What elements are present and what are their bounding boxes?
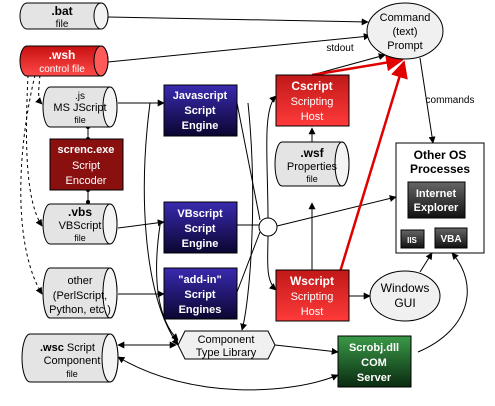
wsc-ext: .wsc xyxy=(40,342,64,354)
iis-box[interactable]: IIS xyxy=(400,229,425,249)
cscript-l1: Cscript xyxy=(291,79,332,93)
bat-file-node[interactable]: .bat file xyxy=(19,2,109,30)
stdout-label: stdout xyxy=(326,43,353,54)
wsc-ext2: Script xyxy=(67,342,95,354)
cscript-host-node[interactable]: Cscript Scripting Host xyxy=(275,74,350,127)
cmd-l1: Command xyxy=(380,12,431,24)
wscript-host-node[interactable]: Wscript Scripting Host xyxy=(275,269,350,322)
scrobj-l1: Scrobj.dll xyxy=(349,342,399,354)
vbs-sub2: file xyxy=(74,233,86,243)
bat-sub: file xyxy=(56,19,69,30)
addin-l1: "add-in" xyxy=(178,274,221,286)
wscript-l1: Wscript xyxy=(290,274,334,288)
jsengine-l3: Engine xyxy=(182,120,219,132)
wsc-sub1: Component xyxy=(44,355,101,367)
gui-l1: Windows xyxy=(381,281,430,295)
vba-label: VBA xyxy=(440,234,461,245)
vbengine-l3: Engine xyxy=(182,238,219,250)
bat-title: .bat xyxy=(51,4,72,18)
scrobj-l2: COM xyxy=(361,357,387,369)
wsh-sub: control file xyxy=(39,64,85,75)
cscript-l3: Host xyxy=(301,111,324,123)
wsh-file-node[interactable]: .wsh control file xyxy=(19,45,109,77)
internet-explorer-box[interactable]: Internet Explorer xyxy=(407,181,466,219)
wsf-sub1: Properties xyxy=(287,161,338,173)
os-l2: Processes xyxy=(410,162,470,176)
js-title: .js xyxy=(75,91,85,102)
wsf-file-node[interactable]: .wsf Properties file xyxy=(274,141,350,187)
other-file-node[interactable]: other (PerlScript, Python, etc.) xyxy=(42,267,118,319)
other-l2: (PerlScript, xyxy=(53,290,107,302)
connectors xyxy=(20,16,468,391)
vbscript-engine-node[interactable]: VBscript Script Engine xyxy=(163,201,238,254)
other-l1: other xyxy=(67,275,92,287)
script-encoder-node[interactable]: screnc.exe Script Encoder xyxy=(49,138,124,191)
jsengine-l1: Javascript xyxy=(173,90,228,102)
addin-l3: Engines xyxy=(179,304,222,316)
typelib-l2: Type Library xyxy=(196,347,257,359)
commands-label: commands xyxy=(426,95,475,106)
gui-l2: GUI xyxy=(394,296,415,310)
other-l3: Python, etc.) xyxy=(49,304,111,316)
other-os-processes-node[interactable]: Other OS Processes Internet Explorer IIS… xyxy=(395,142,485,254)
cscript-l2: Scripting xyxy=(291,96,334,108)
vba-box[interactable]: VBA xyxy=(434,227,468,249)
command-prompt-node[interactable]: Command (text) Prompt xyxy=(366,2,444,60)
windows-gui-node[interactable]: Windows GUI xyxy=(369,270,441,322)
wsc-sub2: file xyxy=(66,369,78,379)
ie-l2: Explorer xyxy=(414,202,459,214)
typelib-l1: Component xyxy=(198,334,255,346)
addin-l2: Script xyxy=(184,289,216,301)
os-l1: Other OS xyxy=(414,148,467,162)
cmd-l3: Prompt xyxy=(387,40,422,52)
component-type-library-node[interactable]: Component Type Library xyxy=(177,330,276,360)
js-sub1: MS JScript xyxy=(53,102,106,114)
vbs-sub1: VBScript xyxy=(59,220,102,232)
encoder-l1: screnc.exe xyxy=(58,144,115,156)
encoder-l3: Encoder xyxy=(66,175,107,187)
scrobj-l3: Server xyxy=(357,372,392,384)
iis-label: IIS xyxy=(407,236,417,245)
red-connectors xyxy=(311,53,408,273)
scrobj-com-server-node[interactable]: Scrobj.dll COM Server xyxy=(337,335,412,388)
ie-l1: Internet xyxy=(416,188,457,200)
js-file-node[interactable]: .js MS JScript file xyxy=(42,86,118,128)
js-sub2: file xyxy=(74,115,86,125)
wsf-sub2: file xyxy=(306,174,318,184)
addin-engine-node[interactable]: "add-in" Script Engines xyxy=(163,267,238,320)
vbengine-l2: Script xyxy=(184,223,216,235)
jsengine-l2: Script xyxy=(184,105,216,117)
encoder-l2: Script xyxy=(72,160,100,172)
hub-junction xyxy=(258,217,278,237)
wsh-title: .wsh xyxy=(49,48,76,62)
vbs-title: .vbs xyxy=(68,205,92,219)
cmd-l2: (text) xyxy=(392,26,417,38)
wscript-l3: Host xyxy=(301,306,324,318)
wsf-title: .wsf xyxy=(300,146,324,160)
vbengine-l1: VBscript xyxy=(177,208,223,220)
vbs-file-node[interactable]: .vbs VBScript file xyxy=(42,203,118,245)
javascript-engine-node[interactable]: Javascript Script Engine xyxy=(163,84,238,137)
wscript-l2: Scripting xyxy=(291,291,334,303)
